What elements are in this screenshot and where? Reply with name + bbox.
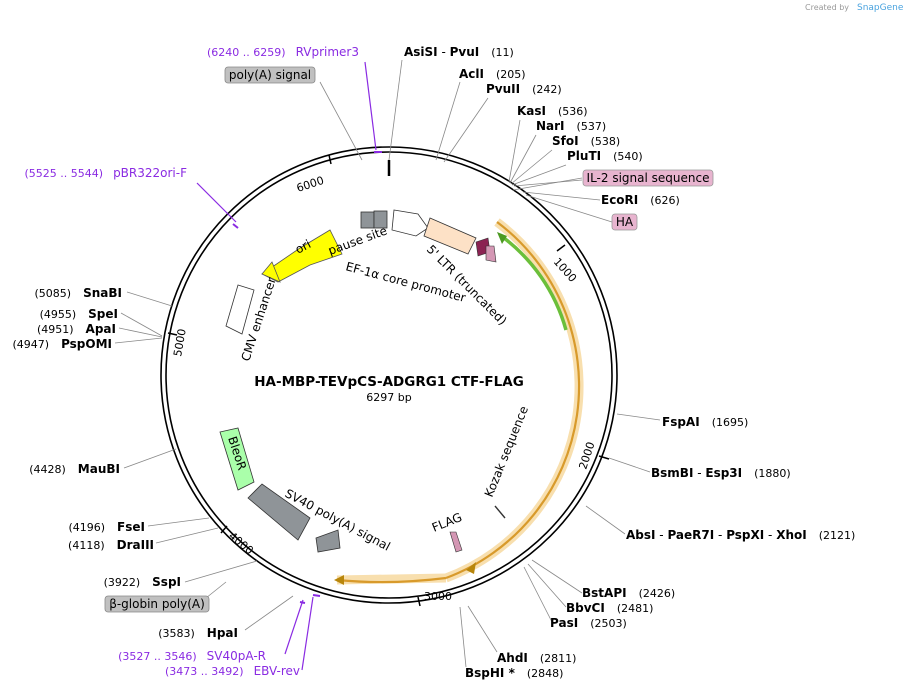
site-pluti: PluTI(540) (567, 149, 643, 163)
sv40-polya-feature-2 (315, 529, 341, 553)
primer-pbr322ori-f: (5525 .. 5544)pBR322ori-F (25, 166, 188, 180)
site-snabi: (5085)SnaBI (35, 286, 122, 300)
ori-arrow-head (261, 261, 281, 283)
pause-site-feature-2 (373, 210, 388, 229)
ltr-feature (423, 217, 477, 255)
site-sfoi: SfoI(538) (552, 134, 620, 148)
orf-arrow-head-2 (466, 562, 476, 574)
site-pasi: PasI(2503) (550, 616, 627, 630)
bglobin-polya-box-label: β-globin poly(A) (109, 597, 205, 611)
credit-prefix: Created by (805, 3, 849, 12)
orf-arc (445, 221, 581, 580)
kozak-feature (494, 505, 506, 519)
site-asisi-pvui: AsiSI - PvuI(11) (404, 45, 514, 59)
orf-tail (336, 576, 447, 584)
site-pspomi: (4947)PspOMI (12, 337, 112, 351)
orf-arrow-head (334, 575, 344, 585)
site-pvuii: PvuII(242) (486, 82, 562, 96)
site-nari: NarI(537) (536, 119, 606, 133)
site-fsei: (4196)FseI (68, 520, 145, 534)
ef1a-promoter-feature (391, 209, 429, 237)
primer-markers (196, 61, 382, 671)
site-kasi: KasI(536) (517, 104, 588, 118)
site-ecori: EcoRI(626) (601, 193, 680, 207)
bglobin-polya-box (104, 595, 210, 613)
site-acli: AclI(205) (459, 67, 526, 81)
site-draiii: (4118)DraIII (68, 538, 154, 552)
ha-box (611, 213, 638, 231)
mbp-arc (498, 233, 568, 331)
site-bsphi: BspHI *(2848) (465, 666, 563, 680)
primer-rvprimer3: (6240 .. 6259)RVprimer3 (207, 45, 359, 59)
flag-feature (449, 531, 463, 553)
il2-signal-box-label: IL-2 signal sequence (587, 171, 710, 185)
kozak-label: Kozak sequence (482, 404, 531, 499)
ori-feature (261, 229, 343, 283)
site-maubi: (4428)MauBI (29, 462, 120, 476)
tick-label-2000: 2000 (576, 440, 597, 471)
sv40-polya-feature (247, 483, 311, 541)
primer-sv40pa-r: (3527 .. 3546)SV40pA-R (118, 649, 266, 663)
site-bbvci: BbvCI(2481) (566, 601, 653, 615)
site-spei: (4955)SpeI (40, 307, 118, 321)
cmv-enhancer-feature (225, 284, 255, 335)
site-sspi: (3922)SspI (104, 575, 181, 589)
backbone-inner-ring (165, 151, 613, 599)
site-absi-xhoi: AbsI - PaeR7I - PspXI - XhoI(2121) (626, 528, 855, 542)
tick-label-6000: 6000 (295, 174, 326, 195)
site-leaders (114, 59, 661, 668)
site-hpai: (3583)HpaI (158, 626, 238, 640)
site-apai: (4951)ApaI (37, 322, 116, 336)
ha-box-label: HA (616, 215, 634, 229)
il2-signal-box (582, 169, 714, 187)
flag-label: FLAG (430, 510, 464, 535)
pause-site-label: pause site (326, 224, 389, 258)
bleor-feature (219, 427, 255, 491)
site-fspai: FspAI(1695) (662, 415, 748, 429)
backbone-outer-ring (160, 146, 618, 604)
credit-brand: SnapGene (857, 3, 903, 13)
plasmid-length: 6297 bp (366, 391, 411, 404)
mbp-arrow-head (497, 232, 507, 244)
site-bsmbi-esp3i: BsmBI - Esp3I(1880) (651, 466, 791, 480)
pause-site-feature (360, 211, 375, 229)
ha-tag-feature (485, 245, 497, 263)
site-bstapi: BstAPI(2426) (582, 586, 675, 600)
polya-signal-box (224, 66, 316, 84)
tick-label-5000: 5000 (171, 328, 189, 358)
plasmid-name: HA-MBP-TEVpCS-ADGRG1 CTF-FLAG (254, 374, 524, 390)
site-ahdi: AhdI(2811) (497, 651, 576, 665)
ori-label: ori (293, 237, 313, 257)
orf-tail-highlight (336, 573, 447, 585)
polya-signal-box-label: poly(A) signal (229, 68, 311, 82)
tick-label-4000: 4000 (226, 529, 256, 557)
tick-marks (167, 154, 610, 607)
tick-label-3000: 3000 (424, 590, 452, 603)
primer-ebv-rev: (3473 .. 3492)EBV-rev (165, 664, 300, 678)
